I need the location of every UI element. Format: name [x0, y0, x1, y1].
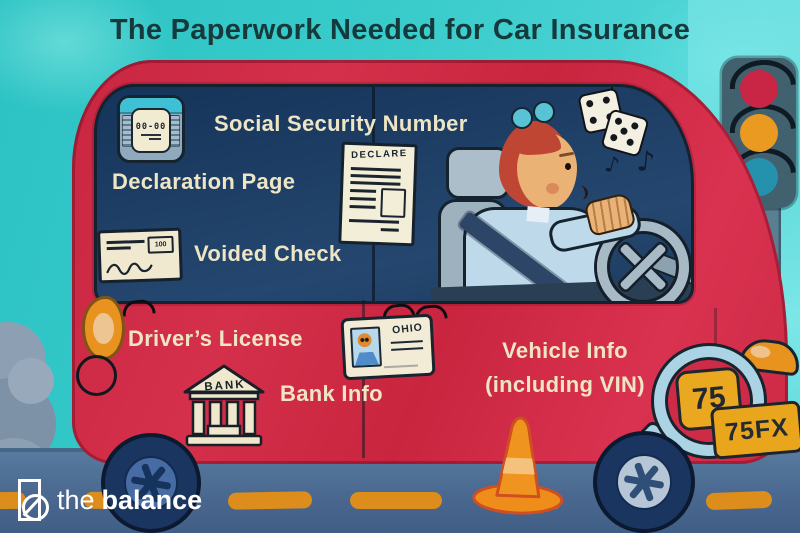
drivers-license-icon: OHIO — [340, 313, 436, 381]
license-plate: 75FX — [709, 400, 800, 460]
label-social-security: Social Security Number — [214, 111, 468, 136]
the-balance-logo-mark-icon — [18, 479, 49, 521]
die-pip — [630, 121, 640, 131]
lane-marking — [227, 491, 313, 510]
license-line — [390, 340, 423, 344]
doc-line — [350, 167, 401, 172]
check-amount-box: 100 — [147, 235, 174, 254]
the-balance-logo: the balance — [18, 479, 202, 521]
wheel-hub — [124, 456, 178, 510]
fuel-cap-outline — [76, 355, 117, 396]
label-vehicle-info: Vehicle Info (including VIN) — [452, 334, 678, 402]
smoke-puff — [8, 358, 54, 404]
driver-mouth — [573, 185, 589, 201]
declaration-doc-title: DECLARE — [350, 148, 408, 162]
car-window: 00-00 Social Security Number Declaration… — [94, 84, 694, 304]
label-vehicle-info-line2: (including VIN) — [485, 372, 645, 397]
traffic-cone-icon — [472, 416, 564, 515]
lane-marking — [350, 492, 442, 509]
headlight-core — [93, 313, 114, 344]
die-pip — [589, 116, 598, 125]
wheel-hub — [616, 454, 672, 510]
doc-line — [350, 174, 401, 179]
taillight-core — [749, 344, 772, 359]
ssn-card-line — [149, 137, 161, 140]
label-bank-info: Bank Info — [280, 381, 383, 406]
doc-line — [349, 205, 376, 209]
license-line — [391, 347, 424, 351]
license-photo — [349, 326, 383, 368]
bank-sign-text: BANK — [204, 379, 246, 394]
bank-icon: BANK — [183, 364, 265, 447]
license-photo-shirt — [354, 352, 379, 366]
doc-photo-box — [380, 188, 407, 218]
front-wheel-icon — [101, 433, 201, 533]
lane-marking — [705, 490, 773, 511]
die-pip — [609, 133, 619, 142]
die-pip — [619, 126, 629, 136]
doc-line — [349, 219, 400, 224]
rear-wheel-icon — [593, 431, 695, 533]
check-line — [106, 239, 145, 244]
steering-wheel-icon — [597, 221, 689, 301]
label-drivers-license: Driver’s License — [128, 326, 303, 351]
die-pip — [625, 137, 635, 147]
driver-eye — [565, 163, 571, 170]
check-line — [106, 246, 131, 250]
license-photo-face — [357, 332, 372, 348]
die-pip — [614, 116, 623, 126]
traffic-light-red-icon — [740, 70, 778, 108]
logo-wordmark: the balance — [57, 485, 202, 516]
logo-word-balance: balance — [101, 484, 203, 515]
sunglasses-icon — [511, 107, 533, 129]
driver-collar — [526, 206, 550, 223]
label-voided-check: Voided Check — [194, 241, 342, 266]
driver-cheek — [546, 183, 559, 194]
die-pip — [585, 99, 594, 108]
ssn-card-number: 00-00 — [135, 121, 167, 132]
music-note-icon: ♪ — [635, 144, 657, 179]
license-line — [384, 364, 419, 369]
label-vehicle-info-line1: Vehicle Info — [502, 338, 628, 363]
die-pip — [602, 95, 611, 105]
sunglasses-icon — [533, 101, 555, 123]
doc-line — [350, 189, 377, 193]
declaration-page-icon: DECLARE — [338, 141, 418, 247]
doc-line — [349, 197, 376, 201]
signature-squiggle-icon — [106, 262, 153, 276]
doc-line — [380, 228, 399, 232]
logo-circle — [22, 494, 49, 521]
label-declaration-page: Declaration Page — [112, 169, 296, 194]
doc-line — [350, 181, 401, 186]
logo-word-the: the — [57, 484, 95, 515]
page-title: The Paperwork Needed for Car Insurance — [109, 14, 691, 46]
ssn-card-center: 00-00 — [131, 108, 171, 153]
headlight-icon — [82, 296, 125, 360]
ssn-card-line — [141, 133, 161, 136]
voided-check-icon: 100 — [97, 227, 183, 284]
license-state-text: OHIO — [391, 321, 424, 337]
music-note-icon: ♪ — [602, 151, 622, 180]
traffic-light-amber-icon — [740, 114, 778, 152]
social-security-card-icon: 00-00 — [117, 95, 185, 163]
